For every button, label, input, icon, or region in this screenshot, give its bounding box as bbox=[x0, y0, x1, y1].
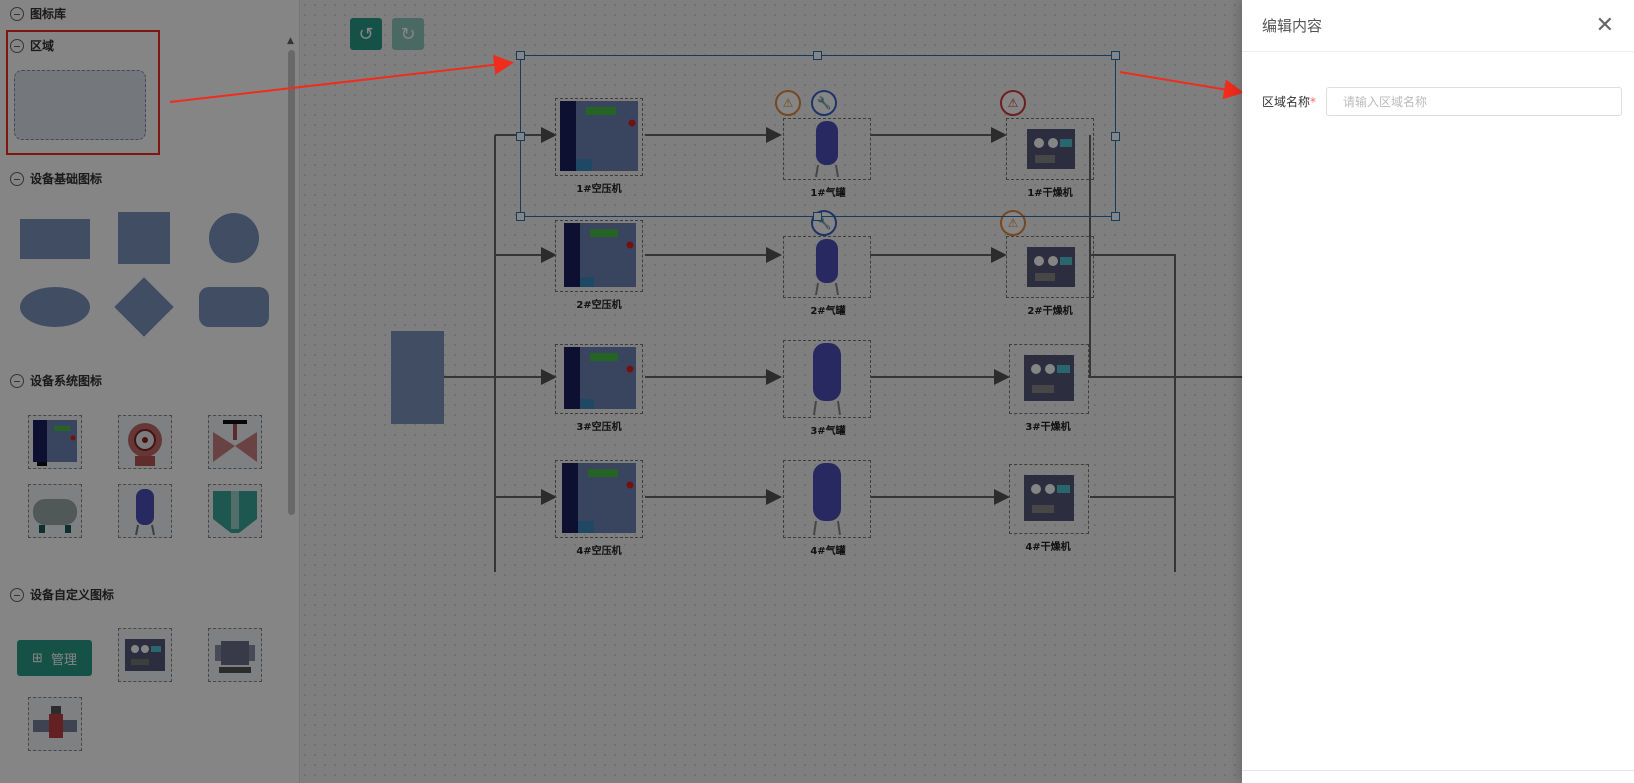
tank-label: 2#气罐 bbox=[810, 306, 846, 317]
pipe-valve-custom-icon[interactable] bbox=[28, 697, 82, 751]
custom-title: 设备自定义图标 bbox=[30, 588, 115, 602]
rectangle-shape[interactable] bbox=[20, 219, 90, 259]
selected-region[interactable] bbox=[520, 55, 1116, 217]
annotation-highlight-box bbox=[6, 30, 160, 155]
resize-handle[interactable] bbox=[1111, 51, 1120, 60]
dryer-label: 1#干燥机 bbox=[1027, 188, 1073, 199]
wrench-icon[interactable]: 🔧 bbox=[811, 210, 837, 236]
collapse-icon[interactable] bbox=[10, 38, 24, 53]
basic-section-header[interactable]: 设备基础图标 bbox=[10, 170, 102, 187]
redo-icon: ↻ bbox=[400, 23, 416, 45]
square-shape[interactable] bbox=[118, 212, 170, 264]
resize-handle[interactable] bbox=[516, 132, 525, 141]
compressor-device[interactable] bbox=[555, 98, 643, 176]
region-name-row: 区域名称* bbox=[1262, 87, 1622, 116]
close-icon[interactable]: ✕ bbox=[1595, 12, 1614, 38]
tank-device[interactable] bbox=[783, 118, 871, 180]
compressor-label: 2#空压机 bbox=[576, 300, 622, 311]
resize-handle[interactable] bbox=[516, 51, 525, 60]
icon-library-sidebar: 图标库 区域 设备基础图标 设备系统图标 ▲ 设备自定义图标 ⊞ bbox=[0, 0, 300, 783]
drawer-title: 编辑内容 bbox=[1262, 18, 1323, 35]
silo-icon[interactable] bbox=[208, 484, 262, 538]
dryer-label: 3#干燥机 bbox=[1025, 422, 1071, 433]
region-section-header[interactable]: 区域 bbox=[10, 37, 54, 54]
dryer-label: 2#干燥机 bbox=[1027, 306, 1073, 317]
drawer-header: 编辑内容 ✕ bbox=[1242, 0, 1634, 52]
tank-device[interactable] bbox=[783, 460, 871, 538]
collapse-icon[interactable] bbox=[10, 373, 24, 388]
compressor-label: 1#空压机 bbox=[576, 184, 622, 195]
dryer-custom-icon[interactable] bbox=[118, 628, 172, 682]
source-block[interactable] bbox=[391, 331, 444, 424]
valve-icon[interactable] bbox=[208, 415, 262, 469]
redo-button[interactable]: ↻ bbox=[392, 18, 424, 50]
drawer-footer-divider bbox=[1242, 770, 1634, 771]
collapse-icon[interactable] bbox=[10, 171, 24, 186]
vertical-tank-icon[interactable] bbox=[118, 484, 172, 538]
pipe-lines bbox=[444, 127, 1242, 572]
system-title: 设备系统图标 bbox=[30, 374, 103, 388]
tank-device[interactable] bbox=[783, 340, 871, 418]
compressor-device[interactable] bbox=[555, 344, 643, 414]
collapse-icon[interactable] bbox=[10, 587, 24, 602]
rounded-rectangle-shape[interactable] bbox=[199, 287, 269, 327]
compressor-label: 3#空压机 bbox=[576, 422, 622, 433]
flow-canvas[interactable]: ↺ ↻ 1#空压机 1#气罐 bbox=[300, 0, 1242, 783]
resize-handle[interactable] bbox=[813, 212, 822, 221]
wrench-icon[interactable]: 🔧 bbox=[811, 90, 837, 116]
alarm-icon[interactable]: ⚠ bbox=[775, 90, 801, 116]
compressor-device[interactable] bbox=[555, 220, 643, 292]
compressor-label: 4#空压机 bbox=[576, 546, 622, 557]
dryer-device[interactable] bbox=[1006, 118, 1094, 180]
dryer-device[interactable] bbox=[1006, 236, 1094, 298]
collapse-icon[interactable] bbox=[10, 6, 24, 21]
region-name-label-text: 区域名称 bbox=[1262, 95, 1311, 109]
basic-title: 设备基础图标 bbox=[30, 172, 103, 186]
manage-button[interactable]: ⊞ 管理 bbox=[17, 640, 92, 676]
tank-label: 3#气罐 bbox=[810, 426, 846, 437]
dryer-label: 4#干燥机 bbox=[1025, 542, 1071, 553]
motor-custom-icon[interactable] bbox=[208, 628, 262, 682]
tank-label: 4#气罐 bbox=[810, 546, 846, 557]
ellipse-shape[interactable] bbox=[20, 287, 90, 327]
tank-device[interactable] bbox=[783, 236, 871, 298]
resize-handle[interactable] bbox=[813, 51, 822, 60]
dryer-device[interactable] bbox=[1009, 344, 1089, 414]
region-name-label: 区域名称* bbox=[1262, 93, 1326, 110]
required-mark: * bbox=[1310, 95, 1317, 109]
sidebar-scrollbar[interactable] bbox=[288, 50, 295, 515]
library-section-header[interactable]: 图标库 bbox=[10, 5, 66, 22]
scroll-up-arrow[interactable]: ▲ bbox=[287, 36, 294, 46]
diamond-shape[interactable] bbox=[114, 277, 174, 337]
tank-label: 1#气罐 bbox=[810, 188, 846, 199]
manage-icon: ⊞ bbox=[32, 650, 43, 666]
resize-handle[interactable] bbox=[516, 212, 525, 221]
region-title: 区域 bbox=[30, 39, 55, 53]
undo-icon: ↺ bbox=[358, 23, 374, 45]
system-section-header[interactable]: 设备系统图标 bbox=[10, 372, 102, 389]
pump-icon[interactable] bbox=[118, 415, 172, 469]
resize-handle[interactable] bbox=[1111, 132, 1120, 141]
undo-button[interactable]: ↺ bbox=[350, 18, 382, 50]
circle-shape[interactable] bbox=[209, 213, 259, 263]
compressor-device[interactable] bbox=[555, 460, 643, 538]
dryer-device[interactable] bbox=[1009, 464, 1089, 534]
manage-label: 管理 bbox=[50, 652, 77, 668]
region-name-input[interactable] bbox=[1326, 87, 1622, 116]
compressor-icon[interactable] bbox=[28, 415, 82, 469]
library-title: 图标库 bbox=[30, 7, 67, 21]
region-tile[interactable] bbox=[14, 70, 146, 140]
edit-drawer: 编辑内容 ✕ 区域名称* bbox=[1242, 0, 1634, 783]
alarm-icon[interactable]: ⚠ bbox=[1000, 90, 1026, 116]
resize-handle[interactable] bbox=[1111, 212, 1120, 221]
alarm-icon[interactable]: ⚠ bbox=[1000, 210, 1026, 236]
custom-section-header[interactable]: 设备自定义图标 bbox=[10, 586, 114, 603]
horizontal-tank-icon[interactable] bbox=[28, 484, 82, 538]
